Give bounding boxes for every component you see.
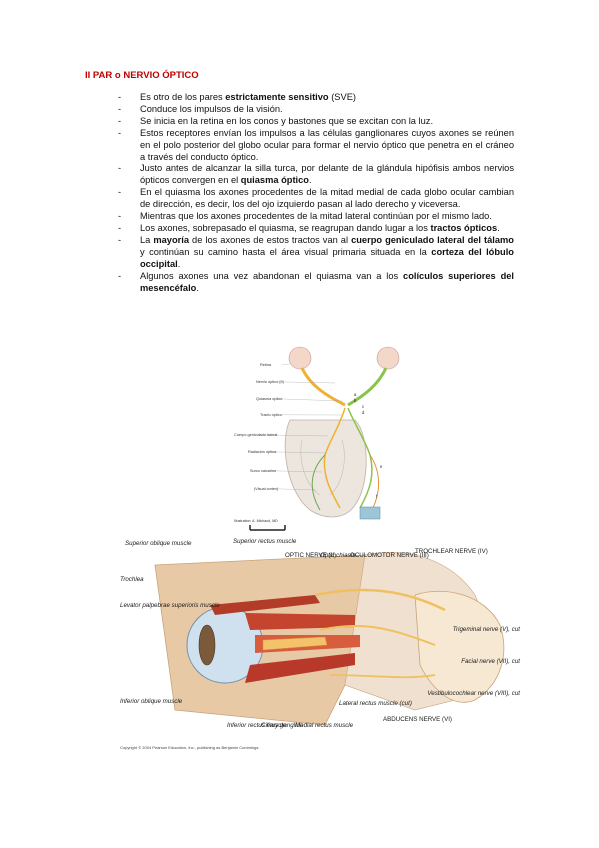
list-text: Los axones, sobrepasado el quiasma, se r… — [140, 222, 431, 233]
bold-term: mayoría — [153, 234, 190, 245]
figure1-leader-line — [269, 451, 327, 454]
bullet-dash: - — [118, 187, 122, 198]
figure2-label-trigeminal: Trigeminal nerve (V), cut — [453, 626, 521, 633]
figure1-label: Tracto óptico — [260, 413, 282, 417]
figure2-label-levator: Levator palpebrae superioris muscle — [120, 602, 220, 609]
figure1-label: Surco calcarino — [250, 469, 276, 473]
figure2-label-abducens: ABDUCENS NERVE (VI) — [383, 716, 452, 723]
bullet-dash: - — [118, 234, 122, 245]
figure-copyright: Copyright © 2004 Pearson Education, Inc.… — [120, 745, 259, 750]
figure2-label-superior-oblique: Superior oblique muscle — [125, 540, 192, 547]
list-item: - En el quiasma los axones procedentes de… — [118, 187, 514, 211]
bold-term: tractos ópticos — [430, 222, 498, 233]
list-text: Justo antes de alcanzar la silla turca, … — [140, 163, 514, 186]
bold-term: corteza del lóbulo occipital — [140, 246, 514, 269]
figure1-label: Cuerpo geniculado lateral — [234, 433, 277, 437]
figure2-label-oculomotor: OCULOMOTOR NERVE (III) — [350, 552, 429, 559]
list-item: - Mientras que los axones procedentes de … — [118, 211, 514, 223]
list-text: (SVE) — [328, 92, 356, 102]
figure1-letter: b — [354, 398, 357, 403]
list-item: - Conduce los impulsos de la visión. — [118, 104, 514, 116]
list-text: de los axones de estos tractos van al — [189, 234, 352, 245]
bullet-dash: - — [118, 127, 122, 138]
list-text: . — [177, 258, 181, 269]
list-item: - Justo antes de alcanzar la silla turca,… — [118, 163, 514, 187]
bold-term: colículos superiores del mesencéfalo — [140, 270, 515, 293]
figure2-label-optic-nerve: OPTIC NERVE (II) — [285, 552, 336, 559]
figure2-label-facial: Facial nerve (VII), cut — [461, 658, 520, 665]
figure1-letter: d — [362, 410, 365, 415]
figure1-label: Nervio óptico (II) — [256, 380, 285, 384]
figure1-leader-line — [281, 363, 291, 365]
list-text: La — [140, 234, 154, 245]
bold-term: cuerpo geniculado lateral del tálamo — [351, 234, 514, 245]
page-title: II PAR o NERVIO ÓPTICO — [85, 70, 199, 81]
figure-credit: Illustration: A. Michaud, MD — [234, 519, 278, 523]
list-item: - Es otro de los pares estrictamente sens… — [118, 92, 514, 104]
bullet-dash: - — [118, 163, 122, 174]
list-text: Se inicia en la retina en los conos y ba… — [140, 115, 434, 126]
figure2-label-trochlear-nerve: TROCHLEAR NERVE (IV) — [415, 548, 488, 555]
figure1-leader-line — [275, 488, 317, 491]
figure2-label-lateral-rectus: Lateral rectus muscle (cut) — [339, 700, 412, 707]
figure2-label-superior-rectus: Superior rectus muscle — [233, 538, 297, 545]
bold-term: quiasma óptico — [240, 175, 309, 186]
figure1-label: Radiación óptica — [248, 450, 277, 454]
figure2-label-inferior-rectus: Inferior rectus muscle — [227, 722, 287, 729]
figure2-label-trochlea: Trochlea — [120, 576, 144, 583]
bullet-dash: - — [118, 115, 122, 126]
list-item: - Estos receptores envían los impulsos a … — [118, 128, 514, 164]
bullet-dash: - — [118, 211, 122, 222]
figure2-label-optic-chiasm: Optic chiasm — [320, 552, 356, 559]
bullet-list: - Es otro de los pares estrictamente sens… — [118, 92, 514, 294]
orbit-anatomy-figure: Superior oblique muscle Superior rectus m… — [115, 535, 525, 753]
bullet-dash: - — [118, 92, 122, 102]
figure2-label-ciliary: Ciliary ganglion — [261, 722, 304, 729]
list-text: En el quiasma los axones procedentes de … — [140, 187, 514, 210]
list-item: - La mayoría de los axones de estos tract… — [118, 235, 514, 271]
figure1-label: Retina — [260, 363, 272, 367]
list-text: Mientras que los axones procedentes de l… — [140, 211, 492, 222]
list-text: Algunos axones una vez abandonan el quia… — [140, 270, 404, 281]
figure1-leader-line — [277, 381, 336, 384]
bold-term: estrictamente sensitivo — [225, 92, 329, 102]
list-text: Conduce los impulsos de la visión. — [140, 103, 283, 114]
bullet-dash: - — [118, 103, 122, 114]
list-text: y continúan su camino hasta el área visu… — [140, 246, 432, 257]
figure1-letter: f — [376, 494, 378, 499]
bullet-dash: - — [118, 222, 122, 233]
list-text: Estos receptores envían los impulsos a l… — [140, 127, 514, 162]
list-text: . — [309, 175, 312, 186]
list-item: - Se inicia en la retina en los conos y b… — [118, 116, 514, 128]
figure1-leader-line — [255, 434, 329, 437]
list-text: . — [497, 222, 500, 233]
figure2-label-vestibulo: Vestibulocochlear nerve (VIII), cut — [427, 690, 520, 697]
figure1-leader-line — [271, 470, 323, 473]
figure1-label: (Visual cortex) — [254, 487, 279, 491]
figure1-letter: a — [354, 392, 357, 397]
list-item: - Los axones, sobrepasado el quiasma, se … — [118, 223, 514, 235]
figure1-leader-line — [277, 398, 344, 402]
bullet-dash: - — [118, 270, 122, 281]
figure2-label-inferior-oblique: Inferior oblique muscle — [120, 698, 183, 705]
figure1-letter: e — [380, 464, 383, 469]
figure1-label: Quiasma óptico — [256, 397, 282, 401]
list-item: - Algunos axones una vez abandonan el qui… — [118, 271, 514, 295]
figure2-label-medial-rectus: Medial rectus muscle — [295, 722, 354, 729]
list-text: Es otro de los pares — [140, 92, 226, 102]
figure1-letter: c — [362, 404, 364, 409]
list-text: . — [196, 282, 199, 293]
